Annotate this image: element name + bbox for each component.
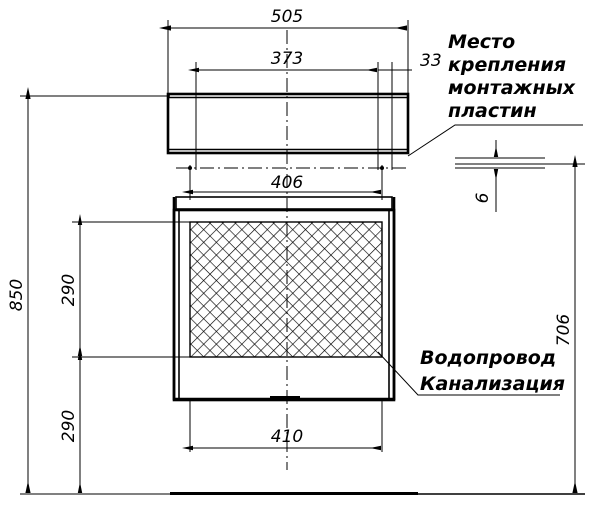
plumbing-note: Водопровод Канализация — [420, 347, 565, 395]
dimension-373-label: 373 — [271, 49, 303, 69]
dimension-33: 33 — [378, 51, 442, 170]
plumbing-note-line-2: Канализация — [420, 373, 565, 395]
plumbing-note-line-1: Водопровод — [420, 347, 556, 369]
dimension-505-label: 505 — [271, 7, 303, 27]
dimension-33-label: 33 — [420, 51, 442, 71]
dimension-373: 373 — [188, 49, 379, 170]
mounting-note: Место крепления монтажных пластин — [448, 31, 576, 122]
centrelines — [176, 30, 408, 470]
dimension-6: 6 — [455, 140, 545, 212]
dimension-706: 706 — [455, 155, 585, 493]
mounting-note-leader — [407, 124, 583, 157]
dimension-850: 850 — [7, 87, 170, 495]
service-zone-hatch — [189, 221, 383, 358]
dimension-706-label: 706 — [554, 314, 574, 347]
dimension-406: 406 — [182, 165, 384, 200]
leader-mounting-note — [407, 124, 583, 157]
mount-point-left — [188, 166, 192, 170]
leader-plumbing-note — [377, 351, 560, 396]
mounting-note-line-4: пластин — [448, 100, 537, 122]
dimension-410-label: 410 — [271, 427, 303, 447]
mounting-note-line-2: крепления — [448, 54, 566, 76]
cabinet-geometry — [166, 92, 585, 495]
dimension-6-label: 6 — [473, 192, 493, 203]
dimension-290-lower-label: 290 — [59, 410, 79, 442]
plumbing-note-leader — [377, 351, 560, 396]
countertop-block — [166, 92, 410, 155]
dimension-850-label: 850 — [7, 279, 27, 311]
dimension-410: 410 — [182, 400, 383, 452]
dimension-290-lower: 290 — [59, 349, 195, 495]
drawer-rail-band — [175, 196, 393, 210]
dimension-290-upper-label: 290 — [59, 274, 79, 306]
mount-point-right — [380, 166, 384, 170]
mounting-note-line-1: Место — [448, 31, 515, 53]
mounting-note-line-3: монтажных — [448, 77, 576, 99]
dimension-406-label: 406 — [271, 173, 304, 193]
